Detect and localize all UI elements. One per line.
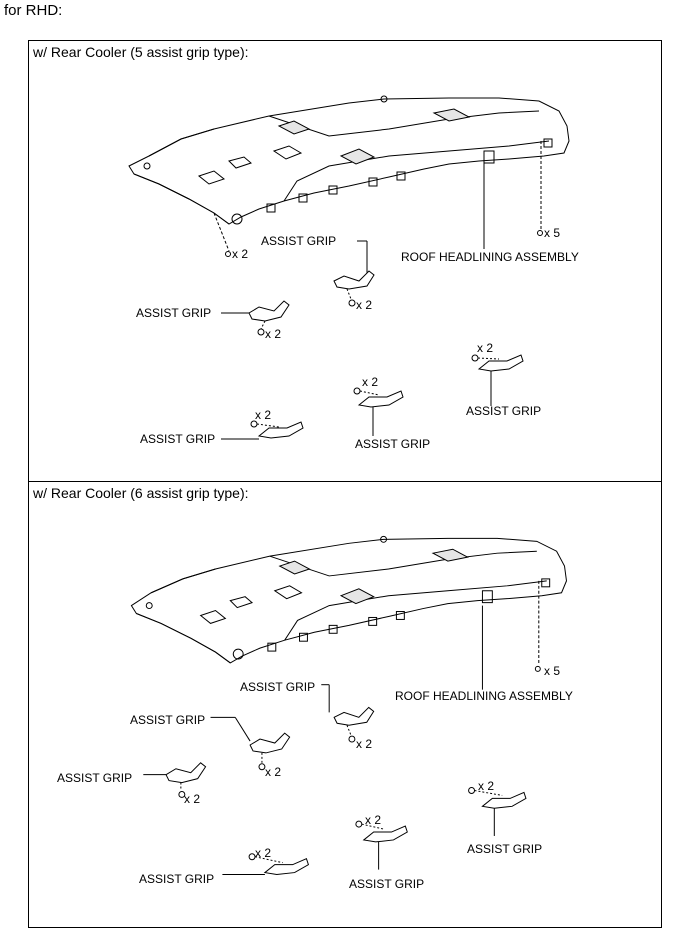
exploded-view-5-grip [128, 95, 570, 440]
assist-grip-label: ASSIST GRIP [466, 404, 542, 418]
roof-headlining-illustration [130, 535, 567, 664]
clip-count-label: x 5 [544, 226, 561, 240]
assist-grip-label: ASSIST GRIP [136, 306, 212, 320]
screw-count-label: x 2 [365, 813, 382, 827]
screw-count-label: x 2 [255, 408, 272, 422]
assist-grip-illustration [221, 300, 290, 336]
assist-grip-illustration [222, 853, 310, 876]
clip-icon [537, 230, 543, 236]
screw-count-label: x 2 [265, 327, 282, 341]
diagram-panel-6-grip: w/ Rear Cooler (6 assist grip type): [28, 481, 662, 928]
assist-grip-label: ASSIST GRIP [130, 713, 206, 727]
screw-count-label: x 2 [255, 846, 272, 860]
assist-grip-illustration [355, 820, 408, 870]
assist-grip-label: ASSIST GRIP [139, 872, 215, 886]
assist-grip-label: ASSIST GRIP [57, 771, 133, 785]
assist-grip-illustration [353, 387, 404, 436]
assist-grip-label: ASSIST GRIP [140, 432, 216, 446]
screw-count-label: x 2 [184, 792, 201, 806]
roof-headlining-illustration [128, 95, 570, 225]
roof-headlining-label: ROOF HEADLINING ASSEMBLY [395, 689, 573, 703]
assist-grip-illustration [210, 716, 291, 771]
diagram-panel-5-grip: w/ Rear Cooler (5 assist grip type): [28, 40, 662, 482]
clip-count-label: x 5 [544, 664, 561, 678]
assist-grip-label: ASSIST GRIP [467, 842, 543, 856]
page-heading: for RHD: [4, 2, 63, 19]
assist-grip-illustration [471, 354, 524, 406]
screw-count-label: x 2 [362, 375, 379, 389]
clip-icon [534, 665, 541, 672]
screw-count-label: x 2 [477, 341, 494, 355]
exploded-view-6-grip [130, 535, 567, 876]
assist-grip-illustration [321, 684, 375, 743]
screw-count-label: x 2 [478, 779, 495, 793]
roof-headlining-label: ROOF HEADLINING ASSEMBLY [401, 250, 579, 264]
clip-count-label: x 2 [232, 247, 249, 261]
panel-title: w/ Rear Cooler (5 assist grip type): [33, 44, 249, 60]
panel-title: w/ Rear Cooler (6 assist grip type): [33, 485, 249, 501]
screw-count-label: x 2 [265, 765, 282, 779]
assist-grip-label: ASSIST GRIP [355, 437, 431, 451]
assist-grip-illustration [221, 420, 304, 440]
assist-grip-label: ASSIST GRIP [261, 234, 337, 248]
screw-count-label: x 2 [356, 737, 373, 751]
assist-grip-illustration [468, 787, 527, 836]
clip-icon [225, 251, 231, 257]
assist-grip-illustration [333, 240, 375, 307]
assist-grip-label: ASSIST GRIP [349, 877, 425, 891]
assist-grip-illustration [143, 762, 207, 798]
screw-count-label: x 2 [356, 298, 373, 312]
assist-grip-label: ASSIST GRIP [240, 680, 316, 694]
